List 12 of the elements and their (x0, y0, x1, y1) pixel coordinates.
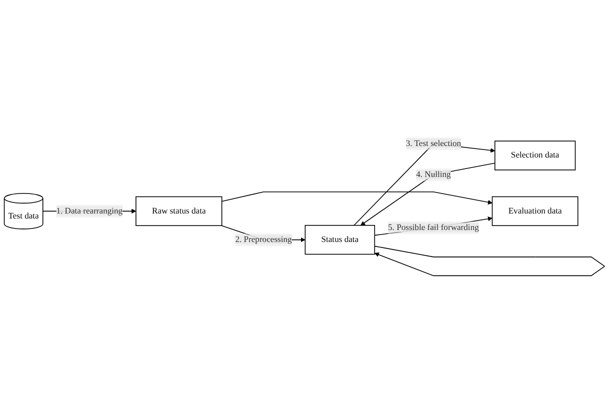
edge-label: 5. Possible fail forwarding (388, 222, 479, 232)
node-box: Evaluation data (492, 196, 578, 226)
edge-label: 2. Preprocessing (235, 234, 292, 244)
arrow (221, 192, 492, 205)
node-box: Status data (304, 224, 376, 255)
node-box: Raw status data (136, 196, 222, 226)
edge-label: 3. Test selection (406, 138, 462, 148)
edge-label: 1. Data rearranging (56, 206, 123, 216)
node-box: Selection data (494, 140, 576, 170)
arrow (374, 246, 606, 276)
edge-label: 4. Nulling (416, 170, 451, 180)
arrow (360, 162, 496, 226)
